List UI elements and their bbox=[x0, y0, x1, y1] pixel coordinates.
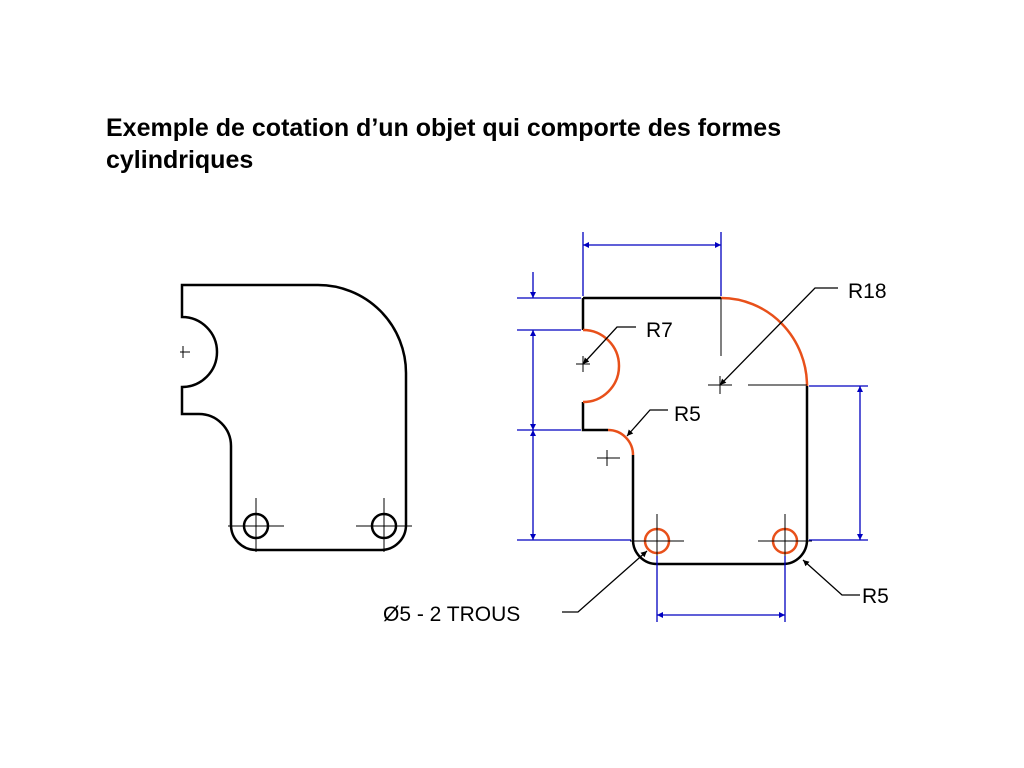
right-part-outline bbox=[581, 296, 809, 566]
left-centerlines bbox=[180, 346, 412, 552]
arc-r18 bbox=[720, 296, 809, 387]
left-part-outline bbox=[180, 283, 408, 552]
label-holes: Ø5 - 2 TROUS bbox=[383, 603, 520, 626]
dimension-lines bbox=[517, 232, 868, 622]
leader-r7 bbox=[582, 326, 636, 365]
label-r5-corner: R5 bbox=[862, 585, 889, 608]
arc-r5-inner bbox=[607, 428, 635, 456]
leader-holes bbox=[562, 550, 648, 613]
right-part bbox=[581, 296, 809, 566]
title-line-2: cylindriques bbox=[106, 146, 254, 174]
leader-lines bbox=[562, 287, 860, 613]
left-part bbox=[180, 283, 408, 552]
label-r7: R7 bbox=[646, 319, 673, 342]
title-line-1: Exemple de cotation d’un objet qui compo… bbox=[106, 114, 782, 142]
arc-r7 bbox=[582, 328, 621, 404]
leader-r5-corner bbox=[802, 559, 860, 596]
leader-r5-inner bbox=[626, 409, 668, 437]
right-centerlines bbox=[576, 298, 812, 568]
label-r5-inner: R5 bbox=[674, 403, 701, 426]
label-r18: R18 bbox=[848, 280, 887, 303]
leader-r18 bbox=[719, 287, 838, 386]
page-title: Exemple de cotation d’un objet qui compo… bbox=[106, 112, 906, 176]
